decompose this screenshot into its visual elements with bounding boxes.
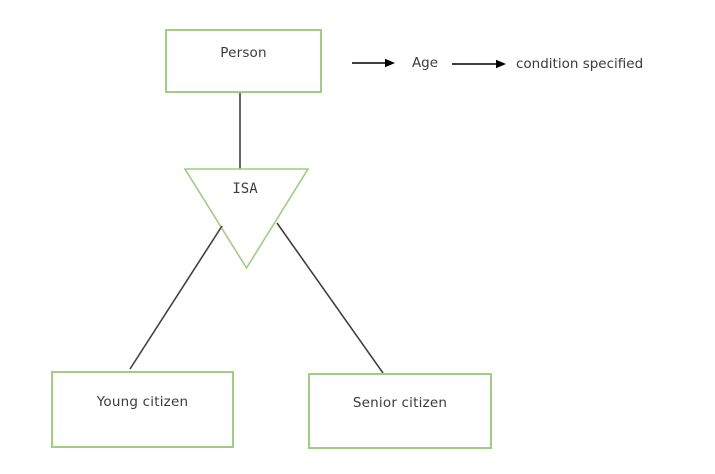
isa-triangle	[183, 168, 310, 270]
connector-isa-young	[129, 225, 223, 370]
entity-person: Person	[165, 29, 322, 93]
entity-senior-citizen: Senior citizen	[308, 373, 492, 449]
arrowhead-icon	[385, 58, 395, 68]
entity-senior-citizen-label: Senior citizen	[352, 395, 448, 411]
entity-young-citizen: Young citizen	[51, 371, 234, 448]
connector-isa-senior	[276, 222, 384, 374]
age-label: Age	[411, 55, 439, 71]
entity-person-label: Person	[220, 45, 267, 61]
entity-young-citizen-label: Young citizen	[96, 393, 189, 410]
isa-label: ISA	[232, 181, 258, 197]
arrowhead-icon	[496, 59, 506, 69]
condition-specified-label: condition specified	[516, 56, 644, 72]
